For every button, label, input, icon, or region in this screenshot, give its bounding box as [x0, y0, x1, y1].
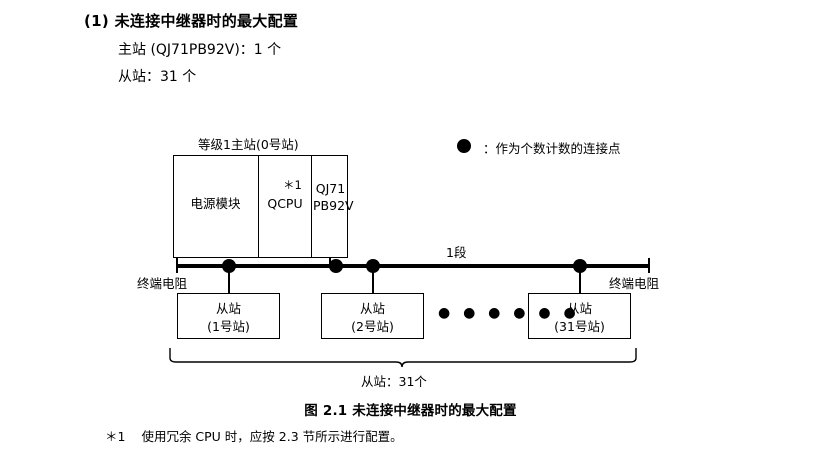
slave-label-line1: 从站: [215, 301, 241, 316]
footnote-mark: ＊1: [105, 429, 126, 444]
footnote: ＊1 使用冗余 CPU 时，应按 2.3 节所示进行配置。: [105, 426, 403, 445]
footnote-mark-1: ＊1: [283, 178, 302, 192]
bus-trunk-line: [176, 264, 650, 268]
slave-count-brace: [169, 348, 637, 368]
slave-station-box: 从站 (2号站): [321, 293, 424, 339]
legend-label: ：作为个数计数的连接点: [483, 141, 621, 156]
terminator-stub-right: [648, 258, 650, 273]
slave-drop-line: [579, 266, 581, 293]
rack-divider-2: [311, 155, 313, 258]
terminator-stub-left: [176, 258, 178, 273]
pb92v-module-label: QJ71 PB92V: [313, 181, 354, 215]
section-heading: (1) 未连接中继器时的最大配置: [84, 10, 298, 31]
legend-filled-circle-icon: [457, 139, 471, 153]
slave-label-line2: (1号站): [207, 318, 250, 334]
terminator-label-right: 终端电阻: [609, 276, 660, 291]
master-rack: [173, 155, 348, 258]
slave-label-line2: (2号站): [351, 318, 394, 334]
slave-drop-line: [372, 266, 374, 293]
continuation-ellipsis: ● ● ● ● ● ●: [438, 305, 580, 321]
power-module-label: 电源模块: [190, 196, 241, 211]
qcpu-label: QCPU: [267, 196, 303, 211]
slave-drop-line: [228, 266, 230, 293]
connection-point-dot: [329, 259, 343, 273]
slave-station-box: 从站 (31号站): [528, 293, 631, 339]
master-station-title: 等级1主站(0号站): [198, 137, 299, 152]
section-title: 未连接中继器时的最大配置: [114, 12, 299, 30]
pb92v-line2: PB92V: [313, 197, 354, 213]
rack-divider-1: [258, 155, 260, 258]
slave-label-line1: 从站: [359, 301, 385, 316]
spec-master-line: 主站 (QJ71PB92V)：1 个: [118, 42, 282, 58]
slave-count-label: 从站：31个: [361, 374, 427, 389]
section-number: (1): [84, 12, 110, 30]
pb92v-line1: QJ71: [315, 181, 346, 196]
terminator-label-left: 终端电阻: [137, 276, 188, 291]
slave-station-box: 从站 (1号站): [177, 293, 280, 339]
slave-label-line2: (31号站): [554, 318, 605, 334]
segment-label: 1段: [446, 245, 467, 260]
footnote-text: 使用冗余 CPU 时，应按 2.3 节所示进行配置。: [141, 429, 403, 444]
spec-slave-line: 从站：31 个: [118, 69, 197, 85]
slave-label-line1: 从站: [566, 301, 592, 316]
figure-caption: 图 2.1 未连接中继器时的最大配置: [304, 403, 517, 419]
